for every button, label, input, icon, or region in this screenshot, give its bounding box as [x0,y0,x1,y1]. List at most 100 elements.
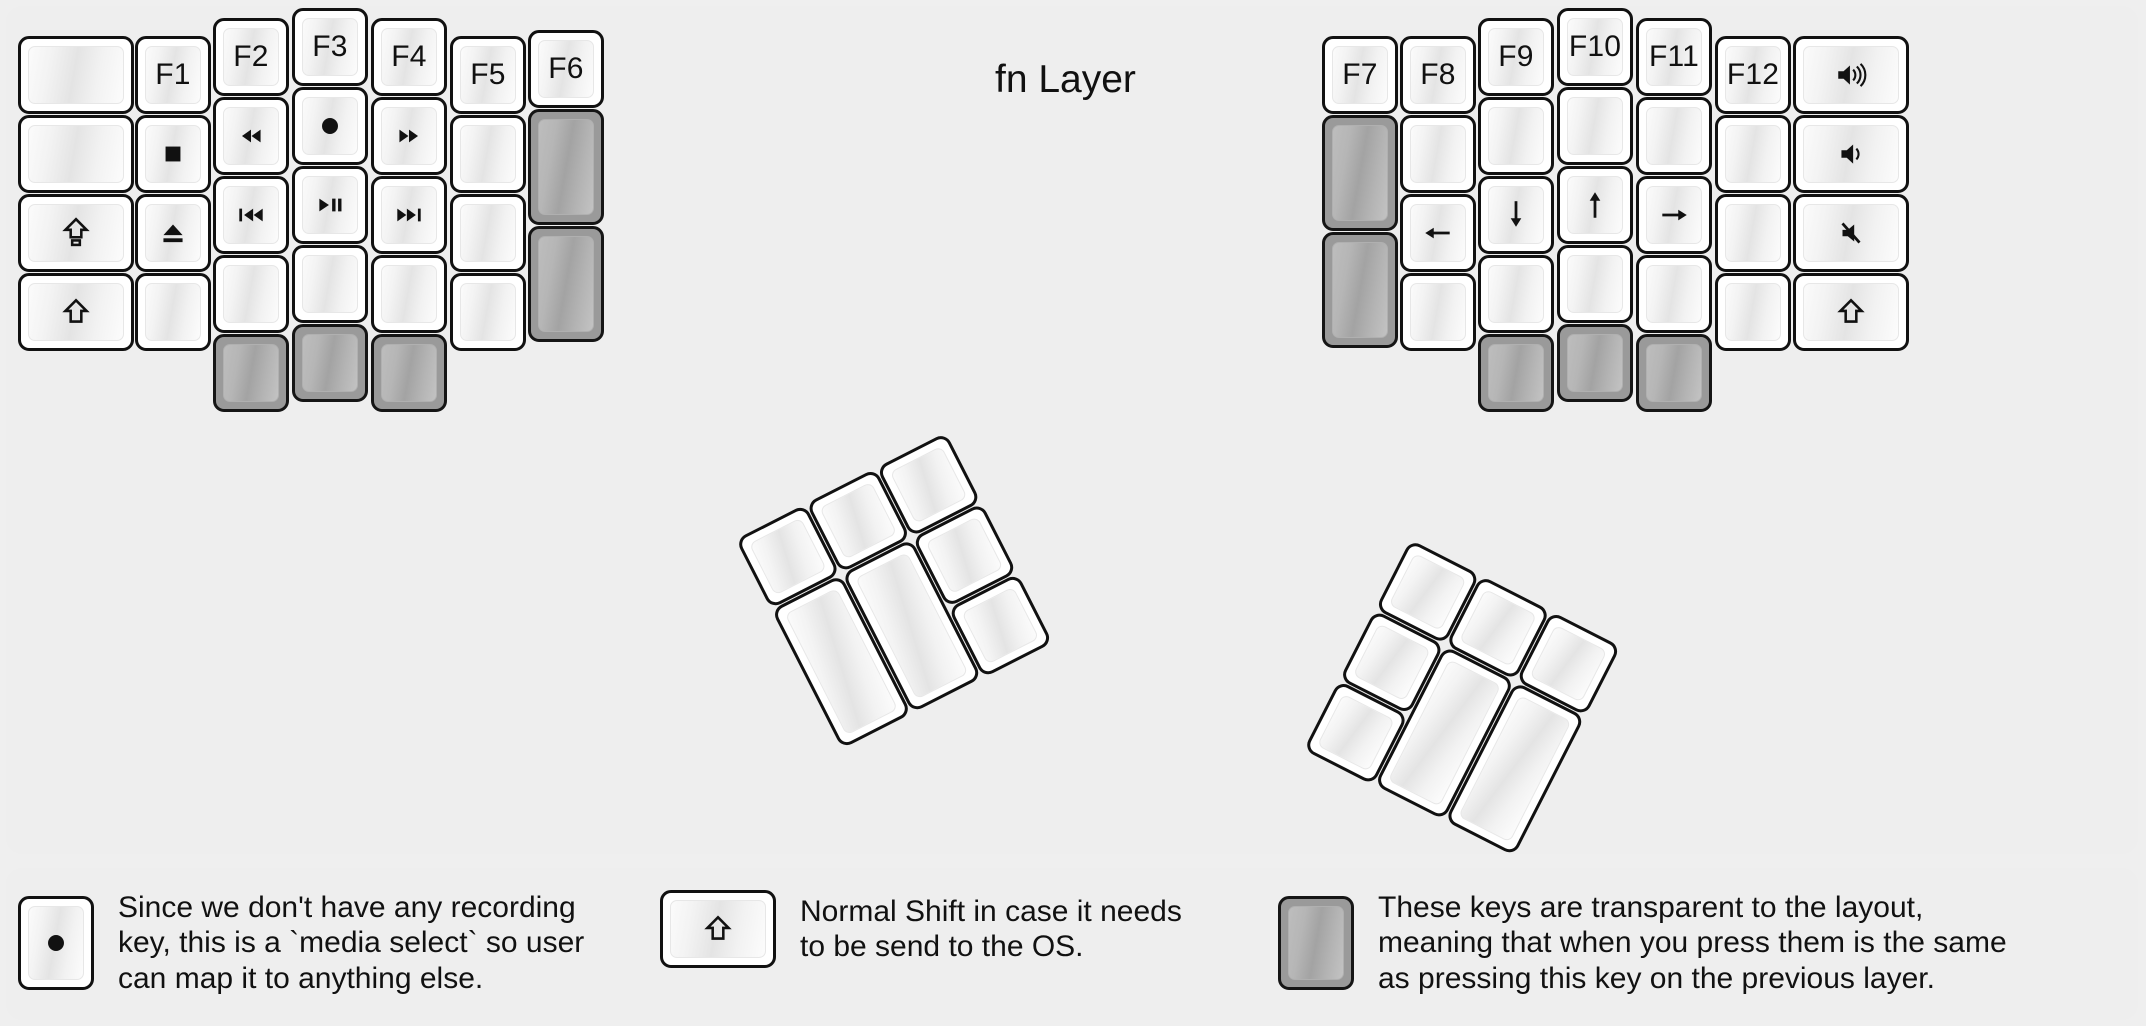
key-arrow-up[interactable] [1557,166,1633,244]
keycap-surface [1388,552,1467,631]
key-next[interactable] [371,176,447,254]
keycap-surface [1352,623,1431,702]
key-trans-r0r1[interactable] [1322,115,1398,231]
key-blank-r5r2[interactable] [1715,194,1791,272]
keycap-surface [1567,97,1623,155]
keycap-surface [223,344,279,402]
keycap-surface [302,176,358,234]
key-trans-r0r2[interactable] [1322,232,1398,348]
key-volume-down[interactable] [1793,115,1909,193]
legend-key-shift-note [660,890,776,968]
keycap-surface [223,28,279,86]
key-blank-r4r3[interactable] [1636,255,1712,333]
key-f10[interactable]: F10 [1557,8,1633,86]
keycap-surface [381,28,437,86]
key-eject[interactable] [135,194,211,272]
key-blank-r1r3[interactable] [1400,273,1476,351]
key-trans-l2r4[interactable] [213,334,289,412]
key-blank-r1r1[interactable] [1400,115,1476,193]
key-trans-r4r4[interactable] [1636,334,1712,412]
keycap-surface [1646,344,1702,402]
key-f12[interactable]: F12 [1715,36,1791,114]
key-f1[interactable]: F1 [135,36,211,114]
legend-item-record-note: Since we don't have any recording key, t… [18,890,584,996]
keycap-surface [1646,28,1702,86]
key-trans-l6r2[interactable] [528,226,604,342]
legend-panel [6,868,2138,1020]
keycap-surface [1725,125,1781,183]
legend-text-record-note: Since we don't have any recording key, t… [118,891,585,995]
key-blank-r3r3[interactable] [1557,245,1633,323]
key-arrow-right[interactable] [1636,176,1712,254]
key-blank-r4r1[interactable] [1636,97,1712,175]
key-f3[interactable]: F3 [292,8,368,86]
keycap-surface [460,125,516,183]
key-shift-left[interactable] [18,273,134,351]
key-blank-l5r2[interactable] [450,194,526,272]
keycap-surface [1488,265,1544,323]
key-f9[interactable]: F9 [1478,18,1554,96]
key-rewind[interactable] [213,97,289,175]
key-blank-l1r3[interactable] [135,273,211,351]
key-blank-l5r3[interactable] [450,273,526,351]
key-blank-r5r1[interactable] [1715,115,1791,193]
key-blank-l3r3[interactable] [292,245,368,323]
keycap-surface [1803,46,1899,104]
key-trans-r2r4[interactable] [1478,334,1554,412]
key-f11[interactable]: F11 [1636,18,1712,96]
keycap-surface [1725,46,1781,104]
key-volume-mute[interactable] [1793,194,1909,272]
key-trans-r3r4[interactable] [1557,324,1633,402]
key-f8[interactable]: F8 [1400,36,1476,114]
key-volume-up[interactable] [1793,36,1909,114]
keycap-surface [381,265,437,323]
key-shift-right[interactable] [1793,273,1909,351]
key-arrow-left[interactable] [1400,194,1476,272]
keycap-surface [1488,107,1544,165]
keycap-surface [1803,283,1899,341]
key-fast-forward[interactable] [371,97,447,175]
key-blank-r3r1[interactable] [1557,87,1633,165]
key-trans-l6r1[interactable] [528,109,604,225]
key-f7[interactable]: F7 [1322,36,1398,114]
legend-item-shift-note: Normal Shift in case it needs to be send… [660,890,1182,968]
legend-key-record-note [18,896,94,991]
keycap-surface [145,46,201,104]
keycap-surface [538,119,594,215]
page-title: fn Layer [995,58,1136,101]
key-arrow-down[interactable] [1478,176,1554,254]
key-trans-l4r4[interactable] [371,334,447,412]
keycap-surface [538,40,594,98]
record-circle-icon [39,926,73,960]
keycap-surface [145,283,201,341]
legend-key-transparent-note [1278,896,1354,991]
key-blank-r2r1[interactable] [1478,97,1554,175]
key-play-pause[interactable] [292,166,368,244]
keycap-surface [1488,186,1544,244]
keycap-surface [1332,46,1388,104]
key-blank-l2r3[interactable] [213,255,289,333]
key-record[interactable] [292,87,368,165]
keycap-surface [302,255,358,313]
keycap-surface [1288,906,1344,981]
keycap-surface [302,18,358,76]
key-capslock[interactable] [18,194,134,272]
key-blank-l5r1[interactable] [450,115,526,193]
keycap-surface [223,265,279,323]
key-blank-r2r3[interactable] [1478,255,1554,333]
keycap-surface [28,125,124,183]
keycap-surface [1332,242,1388,338]
key-prev[interactable] [213,176,289,254]
key-stop[interactable] [135,115,211,193]
key-trans-l3r4[interactable] [292,324,368,402]
keycap-surface [381,344,437,402]
key-blank-r5r3[interactable] [1715,273,1791,351]
key-blank-l0r1[interactable] [18,115,134,193]
key-f4[interactable]: F4 [371,18,447,96]
key-blank-l0r0[interactable] [18,36,134,114]
keycap-surface [1567,18,1623,76]
key-f6[interactable]: F6 [528,30,604,108]
key-blank-l4r3[interactable] [371,255,447,333]
